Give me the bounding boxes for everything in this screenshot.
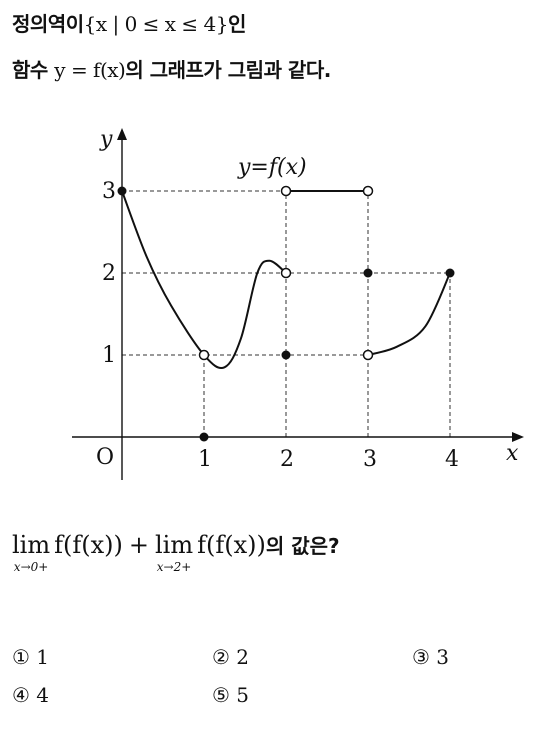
dashed-guides [122,190,451,437]
x-axis-label: x [506,441,519,466]
open-point [362,185,374,197]
closed-point [199,432,209,442]
limit-expr-2: f(f(x)) [197,531,266,559]
question-prefix: 정의역이 [12,12,84,36]
open-point [280,267,292,279]
limit-expr-1: f(f(x)) [54,531,123,559]
plus-sign: + [128,531,149,559]
domain-set: {x | 0 ≤ x ≤ 4} [83,12,229,36]
lim-subscript: x→2+ [156,560,192,574]
graph-curves [121,190,451,369]
limit-2: lim x→2+ [155,532,193,574]
curve-3-to-4 [367,272,451,356]
question-line-2: 함수 y = f(x)의 그래프가 그림과 같다. [12,54,331,83]
choice-3[interactable]: ③ 3 [412,645,450,669]
lim-subscript: x→0+ [13,560,49,574]
axes [72,128,524,480]
question-line-1: 정의역이{x | 0 ≤ x ≤ 4}인 [12,8,246,37]
closed-point [281,350,291,360]
closed-point [117,186,127,196]
y-tick-label: 3 [102,179,116,204]
question-suffix: 인 [227,12,246,36]
curve-label: y=f(x) [237,155,307,180]
choice-2[interactable]: ② 2 [212,645,250,669]
curve-0-to-2 [121,190,287,369]
function-graph: y x O y=f(x) 1 2 3 4 1 2 3 [72,127,524,480]
x-tick-label: 4 [445,447,459,472]
choice-4[interactable]: ④ 4 [12,683,50,707]
choice-5[interactable]: ⑤ 5 [212,683,250,707]
choice-1[interactable]: ① 1 [12,645,50,669]
limit-1: lim x→0+ [12,532,50,574]
function-expression: y = f(x) [54,58,126,82]
open-point [362,349,374,361]
x-tick-label: 3 [363,447,377,472]
y-tick-label: 1 [102,343,116,368]
y-axis-arrow [117,128,127,140]
y-tick-label: 2 [102,261,116,286]
y-axis-label: y [99,127,113,152]
origin-label: O [96,445,114,470]
open-point [198,349,210,361]
x-tick-label: 2 [280,447,294,472]
x-axis-arrow [512,432,524,442]
open-point [280,185,292,197]
lim-word: lim [154,531,194,559]
limit-expression: lim x→0+ f(f(x))+ lim x→2+ f(f(x))의 값은? [12,532,340,602]
closed-point [363,268,373,278]
closed-point [445,268,455,278]
question-suffix-2: 의 그래프가 그림과 같다. [125,58,331,82]
question-prefix-2: 함수 [12,58,48,82]
lim-word: lim [12,531,51,559]
x-tick-label: 1 [198,447,212,472]
graph-points [117,185,455,442]
question-tail: 의 값은? [265,534,340,558]
